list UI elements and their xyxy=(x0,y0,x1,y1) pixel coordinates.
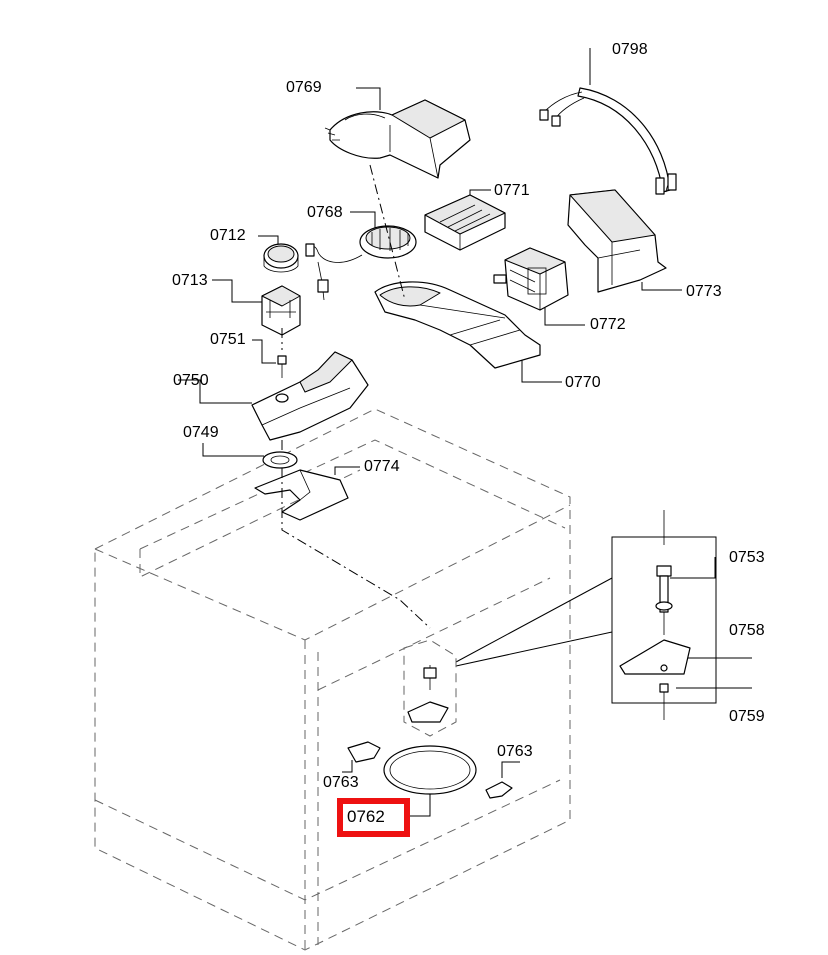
label-0770[interactable]: 0770 xyxy=(565,374,601,391)
part-0798-wire-harness[interactable] xyxy=(539,48,677,195)
label-0750[interactable]: 0750 xyxy=(173,372,209,389)
label-0763-left[interactable]: 0763 xyxy=(323,774,359,791)
part-0758-roller[interactable] xyxy=(619,639,752,675)
part-0751-screw[interactable] xyxy=(252,328,287,378)
label-0751[interactable]: 0751 xyxy=(210,331,246,348)
part-0769-air-duct[interactable] xyxy=(324,87,471,179)
label-0798[interactable]: 0798 xyxy=(612,41,648,58)
part-0759-washer[interactable] xyxy=(659,683,752,720)
part-0763-clip-left[interactable] xyxy=(342,741,381,773)
part-0770-air-guide-housing[interactable] xyxy=(369,164,562,383)
turntable-coupler-assembly xyxy=(403,639,457,737)
label-0768[interactable]: 0768 xyxy=(307,204,343,221)
part-0713-motor-bracket[interactable] xyxy=(212,279,301,336)
part-0753-coupler-shaft[interactable] xyxy=(655,510,716,635)
label-0712[interactable]: 0712 xyxy=(210,227,246,244)
label-0759[interactable]: 0759 xyxy=(729,708,765,725)
highlight-box xyxy=(337,798,410,837)
label-0763-right[interactable]: 0763 xyxy=(497,743,533,760)
part-0749-ring[interactable] xyxy=(202,440,298,469)
label-0713[interactable]: 0713 xyxy=(172,272,208,289)
cabinet-outline xyxy=(94,408,571,951)
label-0753[interactable]: 0753 xyxy=(729,549,765,566)
part-0762-roller-ring[interactable] xyxy=(337,745,477,837)
label-0758[interactable]: 0758 xyxy=(729,622,765,639)
part-0712-turntable-motor[interactable] xyxy=(258,235,299,273)
part-0771-control-board[interactable] xyxy=(424,189,506,251)
part-0772-magnetron[interactable] xyxy=(493,247,585,326)
label-0769[interactable]: 0769 xyxy=(286,79,322,96)
label-0762[interactable]: 0762 xyxy=(347,807,385,826)
part-0763-clip-right[interactable] xyxy=(485,761,520,799)
label-0773[interactable]: 0773 xyxy=(686,283,722,300)
part-0773-waveguide-cover[interactable] xyxy=(567,189,682,293)
part-0750-support-plate[interactable] xyxy=(178,351,369,441)
label-0772[interactable]: 0772 xyxy=(590,316,626,333)
label-0771[interactable]: 0771 xyxy=(494,182,530,199)
label-0749[interactable]: 0749 xyxy=(183,424,219,441)
part-0768-fan-motor[interactable] xyxy=(305,211,417,301)
label-0774[interactable]: 0774 xyxy=(364,458,400,475)
detail-inset xyxy=(455,536,717,704)
part-0774-cover-plate[interactable] xyxy=(254,466,431,629)
